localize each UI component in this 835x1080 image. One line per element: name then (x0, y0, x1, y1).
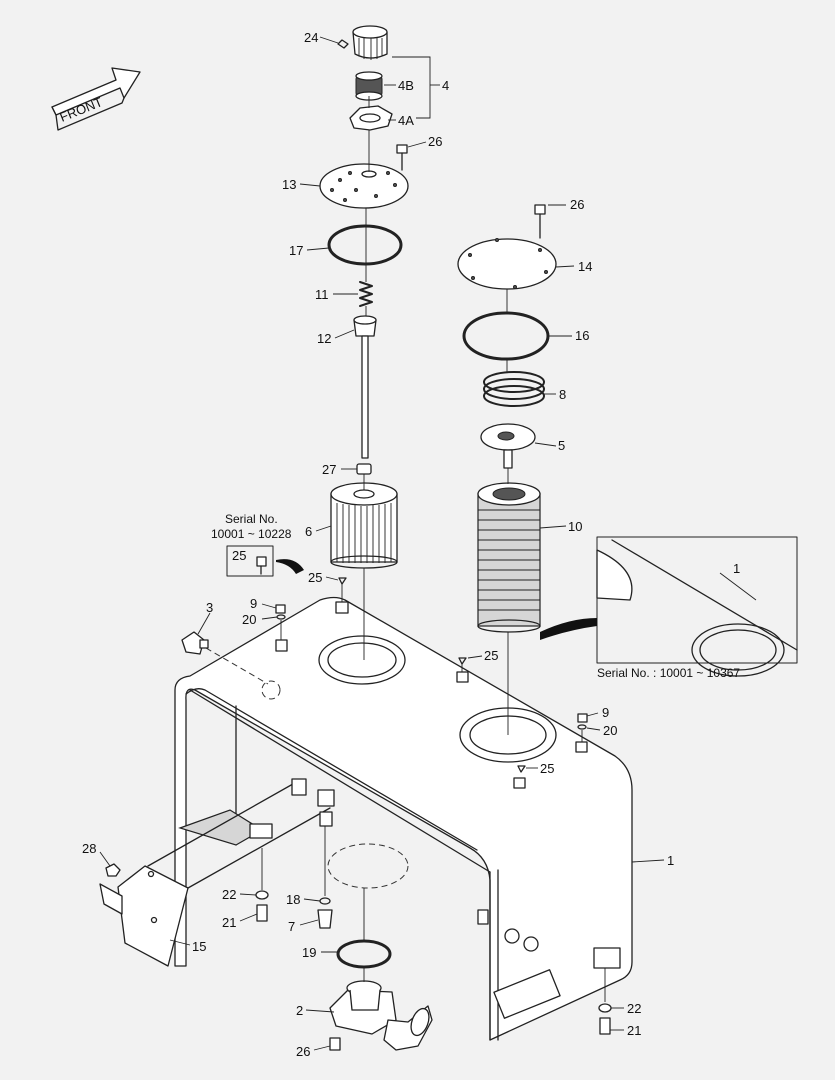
part-14-cover (457, 238, 557, 290)
label-27: 27 (322, 462, 336, 477)
label-26a: 26 (428, 134, 442, 149)
label-24: 24 (304, 30, 318, 45)
part-8-spring (483, 371, 545, 407)
label-25a: 25 (232, 548, 246, 563)
label-25b: 25 (308, 570, 322, 585)
part-28-nut (105, 863, 121, 877)
label-21b: 21 (627, 1023, 641, 1038)
serial-note-box-1: Serial No. 10001 ~ 10228 (211, 512, 304, 577)
part-2-elbow (329, 980, 433, 1051)
label-22b: 22 (627, 1001, 641, 1016)
serial-note-1-line1: Serial No. (225, 512, 278, 526)
label-15: 15 (192, 939, 206, 954)
label-1-inset: 1 (733, 561, 740, 576)
label-21a: 21 (222, 915, 236, 930)
label-4: 4 (442, 78, 449, 93)
part-labels: 24 4B 4 4A 26 13 17 11 12 27 6 25 25 26 … (82, 30, 740, 1059)
label-2: 2 (296, 1003, 303, 1018)
label-6: 6 (305, 524, 312, 539)
label-14: 14 (578, 259, 592, 274)
label-4A: 4A (398, 113, 414, 128)
part-10-filter-element (477, 482, 541, 633)
inset-detail-box: Serial No. : 10001 ~ 10367 (540, 536, 798, 680)
part-16-o-ring (462, 311, 550, 361)
label-19: 19 (302, 945, 316, 960)
leader-lines (99, 36, 757, 1051)
label-9a: 9 (250, 596, 257, 611)
part-26-bolt-a (396, 144, 408, 171)
label-28: 28 (82, 841, 96, 856)
part-12-rod (353, 315, 377, 459)
clips (249, 778, 335, 839)
label-22a: 22 (222, 887, 236, 902)
front-arrow: FRONT (51, 67, 141, 131)
label-16: 16 (575, 328, 589, 343)
serial-note-1-line2: 10001 ~ 10228 (211, 527, 292, 541)
part-6-filter (330, 482, 398, 569)
label-20a: 20 (242, 612, 256, 627)
label-1: 1 (667, 853, 674, 868)
part-11-spring (359, 281, 373, 307)
label-11: 11 (315, 287, 329, 302)
part-13-cover (319, 163, 409, 209)
label-7: 7 (288, 919, 295, 934)
label-26b: 26 (570, 197, 584, 212)
label-10: 10 (568, 519, 582, 534)
part-5-plate (480, 423, 536, 469)
part-27-nut (356, 463, 372, 475)
label-18: 18 (286, 892, 300, 907)
part-15-bracket (99, 779, 331, 967)
label-25c: 25 (484, 648, 498, 663)
label-13: 13 (282, 177, 296, 192)
part-22-21-right (598, 1003, 612, 1035)
label-8: 8 (559, 387, 566, 402)
part-18-7-fitting (317, 826, 333, 929)
label-12: 12 (317, 331, 331, 346)
label-4B: 4B (398, 78, 414, 93)
part-4A-flange (349, 105, 393, 131)
part-25-plugs (338, 577, 526, 773)
part-22-21-left (255, 848, 269, 922)
label-9b: 9 (602, 705, 609, 720)
part-1-tank (174, 596, 633, 1041)
serial-note-2: Serial No. : 10001 ~ 10367 (597, 666, 740, 680)
label-20b: 20 (603, 723, 617, 738)
label-25d: 25 (540, 761, 554, 776)
part-3-plug (181, 631, 209, 655)
assembly-lines (280, 96, 606, 1002)
label-26c: 26 (296, 1044, 310, 1059)
part-4B-strainer (355, 71, 383, 101)
part-26-bolt-b (534, 204, 546, 239)
part-9-bolt-a (275, 604, 286, 620)
label-5: 5 (558, 438, 565, 453)
part-9-bolt-b (577, 713, 588, 730)
part-26-bolt-c (329, 1037, 341, 1051)
part-17-o-ring (327, 224, 403, 266)
part-24-cap (337, 25, 388, 60)
label-3: 3 (206, 600, 213, 615)
label-17: 17 (289, 243, 303, 258)
part-19-o-ring (336, 939, 392, 969)
